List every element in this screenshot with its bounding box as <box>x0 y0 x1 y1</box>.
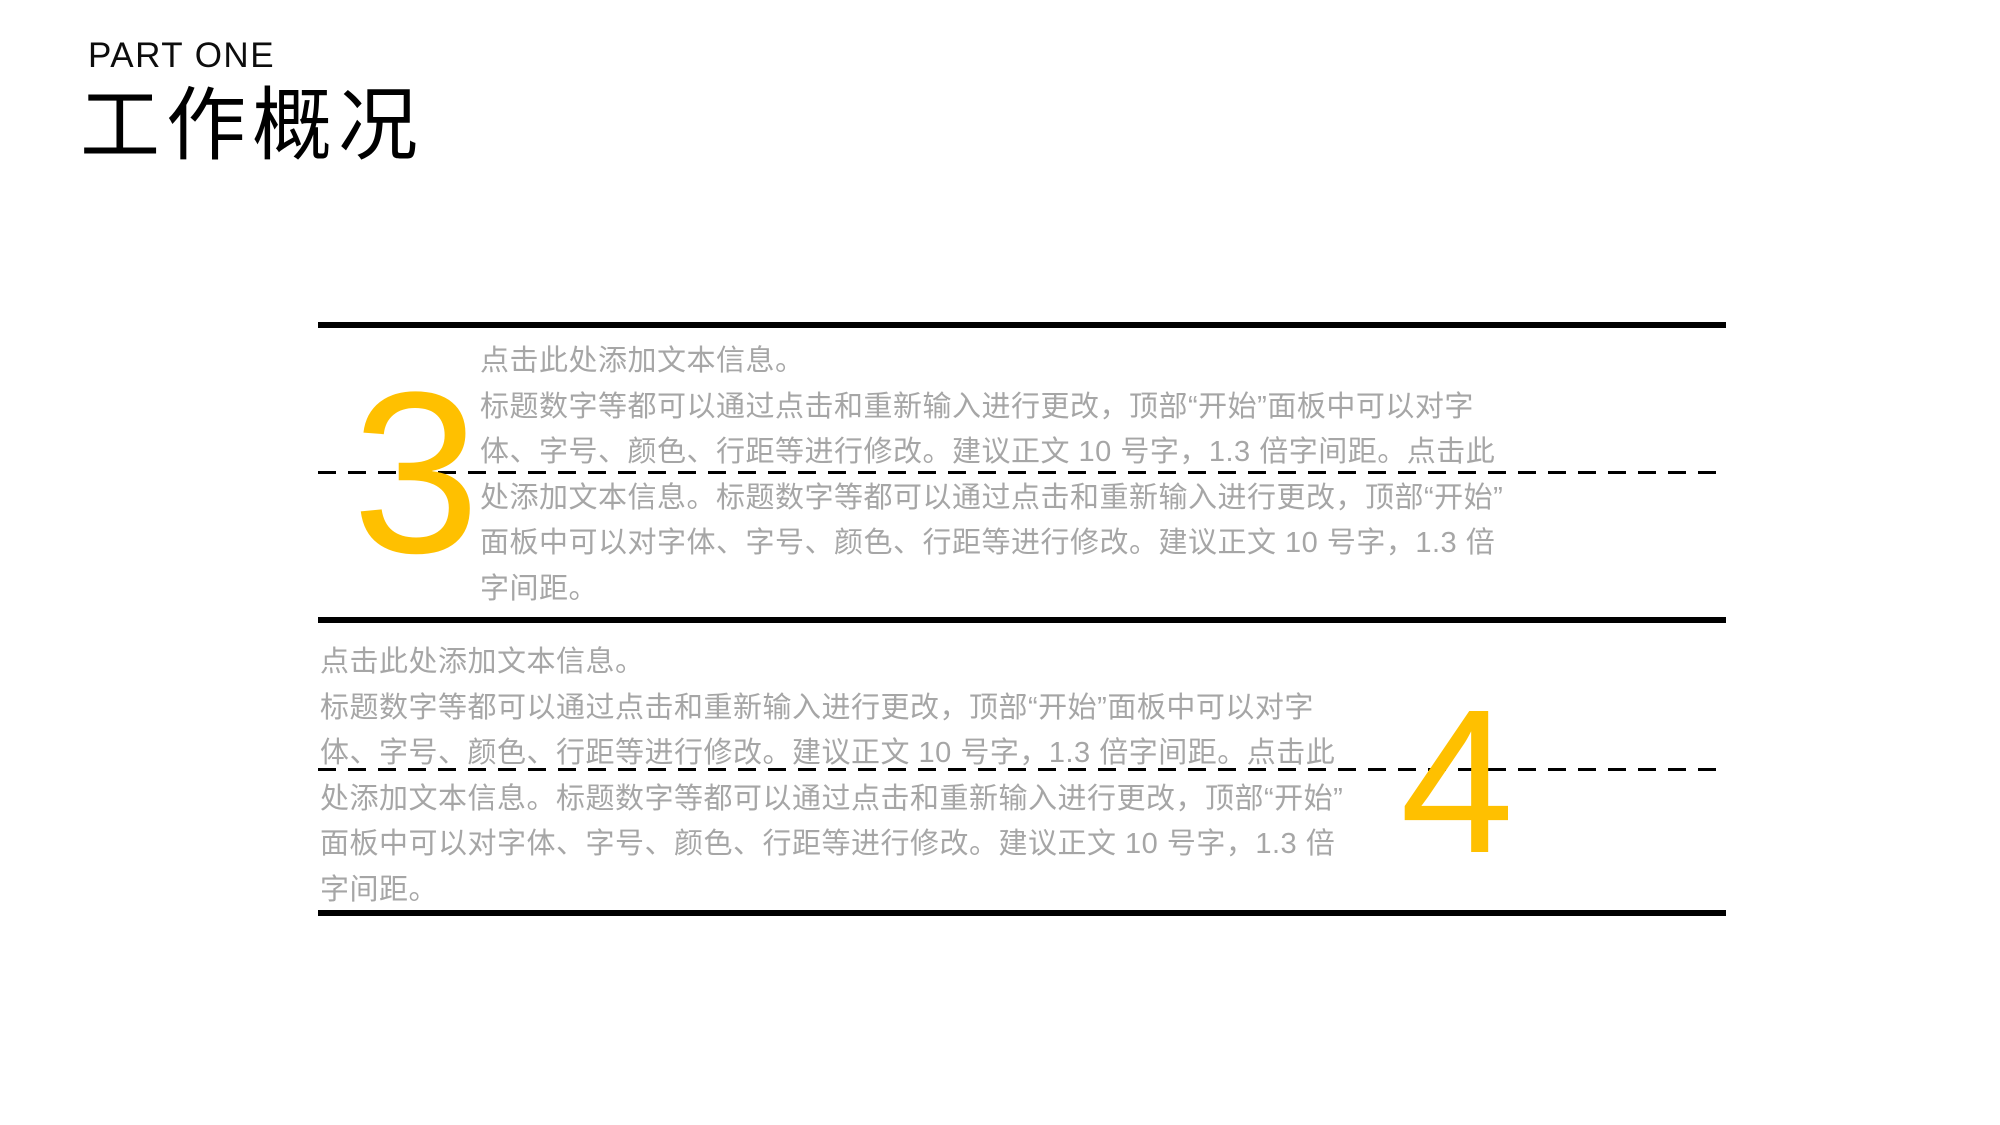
text-placeholder-section-3[interactable]: 点击此处添加文本信息。 标题数字等都可以通过点击和重新输入进行更改，顶部“开始”… <box>480 339 1503 612</box>
text-line: 标题数字等都可以通过点击和重新输入进行更改，顶部“开始”面板中可以对字 <box>320 691 1314 724</box>
kicker-label[interactable]: PART ONE <box>88 36 276 75</box>
page-title[interactable]: 工作概况 <box>80 81 424 170</box>
text-line: 体、字号、颜色、行距等进行修改。建议正文 10 号字，1.3 倍字间距。点击此 <box>480 436 1496 468</box>
text-line: 面板中可以对字体、字号、颜色、行距等进行修改。建议正文 10 号字，1.3 倍 <box>320 828 1336 860</box>
text-placeholder-section-4[interactable]: 点击此处添加文本信息。 标题数字等都可以通过点击和重新输入进行更改，顶部“开始”… <box>320 640 1343 913</box>
text-line: 点击此处添加文本信息。 <box>480 345 805 377</box>
text-line: 点击此处添加文本信息。 <box>320 646 645 678</box>
text-line: 字间距。 <box>480 572 599 605</box>
big-number-3[interactable]: 3 <box>352 344 480 601</box>
text-line: 字间距。 <box>320 873 439 906</box>
text-line: 体、字号、颜色、行距等进行修改。建议正文 10 号字，1.3 倍字间距。点击此 <box>320 737 1336 769</box>
text-line: 处添加文本信息。标题数字等都可以通过点击和重新输入进行更改，顶部“开始” <box>480 481 1504 514</box>
dashed-line-section-3 <box>318 471 1726 474</box>
divider-bottom <box>318 910 1726 916</box>
big-number-4[interactable]: 4 <box>1400 667 1515 896</box>
text-line: 标题数字等都可以通过点击和重新输入进行更改，顶部“开始”面板中可以对字 <box>480 390 1474 423</box>
text-line: 处添加文本信息。标题数字等都可以通过点击和重新输入进行更改，顶部“开始” <box>320 782 1344 815</box>
divider-middle <box>318 617 1726 623</box>
text-line: 面板中可以对字体、字号、颜色、行距等进行修改。建议正文 10 号字，1.3 倍 <box>480 527 1496 559</box>
divider-top <box>318 322 1726 328</box>
dashed-line-section-4 <box>318 768 1726 771</box>
